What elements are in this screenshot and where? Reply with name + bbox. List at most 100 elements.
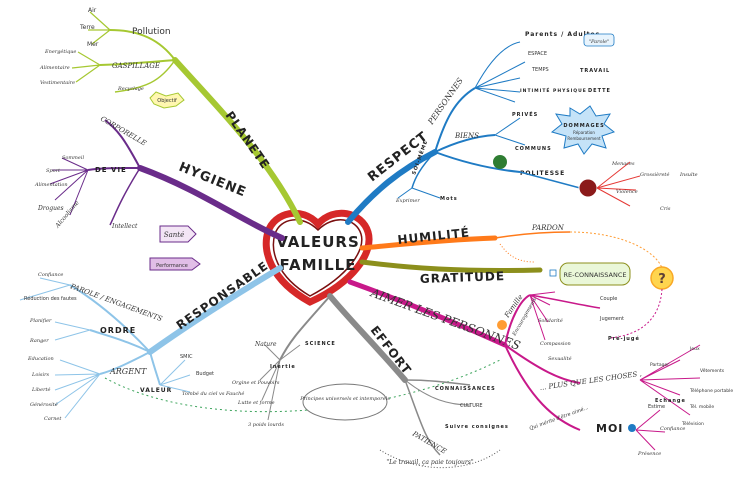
central-heart[interactable]: VALEURS FAMILLE: [262, 209, 373, 306]
svg-text:?: ?: [658, 272, 666, 287]
branch-planete: [172, 57, 303, 225]
moi-item-confiance: Confiance: [660, 426, 685, 432]
argent-item-loisirs: Loisirs: [31, 372, 49, 378]
branch-respect: [345, 149, 438, 225]
effort-nature-label: Nature: [254, 341, 277, 348]
effort-inertie-label: Inertie: [270, 364, 296, 370]
dommages-burst: DOMMAGES Réparation Remboursement: [550, 105, 616, 155]
pardon-label: PARDON: [531, 224, 565, 232]
moi-item-merite: Qui mérite d'être aimé...: [528, 404, 589, 432]
gaspillage-item-1: Alimentaire: [39, 65, 70, 71]
sante-tag: Santé: [159, 225, 197, 243]
ordre-item-planifier: Planifier: [29, 318, 52, 324]
biens-label: BIENS: [454, 132, 479, 140]
valeur-label: VALEUR: [140, 387, 172, 394]
performance-tag: Performance: [149, 257, 201, 271]
moi-info-icon: [628, 424, 636, 432]
branch-label-effort[interactable]: EFFORT: [368, 323, 415, 377]
culture-label: CULTURE: [460, 403, 483, 409]
valeur-item-smic: SMIC: [180, 354, 193, 360]
gaspillage-item-0: Energétique: [44, 48, 76, 55]
planete-group: PLANETE Pollution Air Terre Mer GASPILLA…: [39, 7, 273, 172]
de-vie-item-alcoolisme: Alcoolisme: [54, 199, 82, 230]
parents-label: Parents / Adultes: [525, 31, 600, 38]
svg-text:Performance: Performance: [156, 263, 188, 269]
soi-item-exprimer: Exprimer: [395, 198, 420, 204]
branch-label-hygiene[interactable]: HYGIENE: [177, 160, 249, 201]
plus-item-partager: Partager: [650, 362, 669, 368]
ordre-item-ranger: Ranger: [29, 338, 49, 344]
pollution-item-terre: Terre: [79, 24, 95, 31]
svg-text:Réparation: Réparation: [573, 130, 595, 135]
personnes-item-intimite: INTIMITÉ PHYSIQUE: [520, 86, 587, 94]
parole-tag: "Parole": [583, 33, 615, 47]
valeur-item-tombe: Tombé du ciel vs Fauché: [182, 390, 244, 397]
argent-label: ARGENT: [109, 367, 147, 376]
branch-label-planete[interactable]: PLANETE: [223, 109, 273, 172]
soi-item-mots: Mots: [440, 196, 458, 202]
corporelle-label: CORPORELLE: [99, 115, 148, 148]
politesse-item-menaces: Menaces: [611, 161, 635, 167]
politesse-item-grossierete: Grossièreté: [640, 171, 669, 178]
plus-item-telephone: Téléphone portable: [689, 387, 733, 394]
patience-label: PATIENCE: [410, 429, 448, 455]
de-vie-item-sport: Sport: [46, 168, 61, 174]
pollution-item-mer: Mer: [87, 41, 99, 48]
center-title-2: FAMILLE: [279, 256, 356, 274]
branch-gratitude: [359, 259, 543, 274]
effort-item-1: Lutte et forme: [237, 400, 275, 406]
plus-item-tel-mobile: Tél. mobile: [689, 403, 714, 410]
personnes-item-travail: TRAVAIL: [580, 68, 610, 74]
famille-item-sexualite: Sexualité: [548, 355, 572, 362]
personnes-item-temps: TEMPS: [531, 67, 549, 73]
hygiene-group: HYGIENE CORPORELLE DE VIE Sommeil Sport …: [34, 115, 249, 271]
argent-item-liberte: Liberté: [31, 386, 50, 393]
plus-label: ... PLUS QUE LES CHOSES ,: [539, 370, 642, 392]
link-icon[interactable]: [549, 269, 557, 277]
personnes-item-espace: ESPACE: [528, 51, 547, 57]
politesse-item-violence: Violence: [616, 189, 638, 195]
couple-label: Couple: [600, 296, 617, 302]
aimer-bullet-icon: [497, 320, 507, 330]
argent-item-carnet: Carnet: [44, 416, 62, 422]
svg-text:RE-CONNAISSANCE: RE-CONNAISSANCE: [563, 271, 626, 279]
pollution-item-air: Air: [88, 7, 97, 14]
reconnaissance-box: RE-CONNAISSANCE: [559, 262, 631, 286]
gratitude-group: GRATITUDE RE-CONNAISSANCE ?: [420, 262, 674, 339]
argent-item-generosite: Générosité: [30, 401, 58, 408]
plus-item-jeux: Jeux: [689, 346, 700, 352]
gaspillage-label: GASPILLAGE: [112, 62, 160, 70]
consignes-label: Suivre consignes: [445, 424, 509, 430]
humilite-group: HUMILITÉ PARDON: [397, 224, 663, 269]
politesse-icon: [493, 155, 507, 169]
valeur-item-budget: Budget: [196, 371, 214, 377]
biens-item-prives: PRIVÉS: [512, 110, 538, 118]
responsable-group: RESPONSABLE PAROLE / ENGAGEMENTS Confian…: [19, 258, 271, 422]
branch-hygiene: [137, 165, 285, 241]
de-vie-item-drogues: Drogues: [37, 205, 64, 212]
pollution-label: Pollution: [132, 27, 171, 37]
branch-responsable: [147, 265, 283, 355]
argent-item-education: Education: [27, 356, 54, 362]
effort-science-label: SCIENCE: [305, 341, 336, 347]
de-vie-item-alimentation: Alimentation: [34, 182, 68, 188]
svg-text:Objectif: Objectif: [157, 98, 177, 104]
ordre-label: ORDRE: [100, 326, 136, 335]
intellect-label: Intellect: [111, 223, 138, 230]
link-argent-aimer: [104, 359, 501, 413]
aimer-group: AIMER LES PERSONNES Famille Encouragemen…: [368, 285, 733, 457]
reduction-label: Réduction des fautes: [24, 295, 77, 302]
principes-bubble: Principes universels et intemporels: [299, 383, 390, 421]
famille-item-compassion: Compassion: [540, 341, 571, 347]
svg-text:"Parole": "Parole": [589, 39, 610, 45]
svg-text:DOMMAGES: DOMMAGES: [563, 123, 604, 129]
travail-quote: "Le travail, ça paie toujours": [386, 459, 473, 466]
famille-item-solidarite: Solidarité: [538, 317, 563, 324]
recyclage-label: Recyclage: [117, 86, 144, 92]
branch-effort: [327, 293, 408, 383]
branch-humilite: [359, 235, 498, 251]
center-title-1: VALEURS: [276, 233, 360, 251]
branch-label-gratitude[interactable]: GRATITUDE: [420, 269, 506, 286]
personnes-item-dette: DETTE: [588, 88, 611, 94]
